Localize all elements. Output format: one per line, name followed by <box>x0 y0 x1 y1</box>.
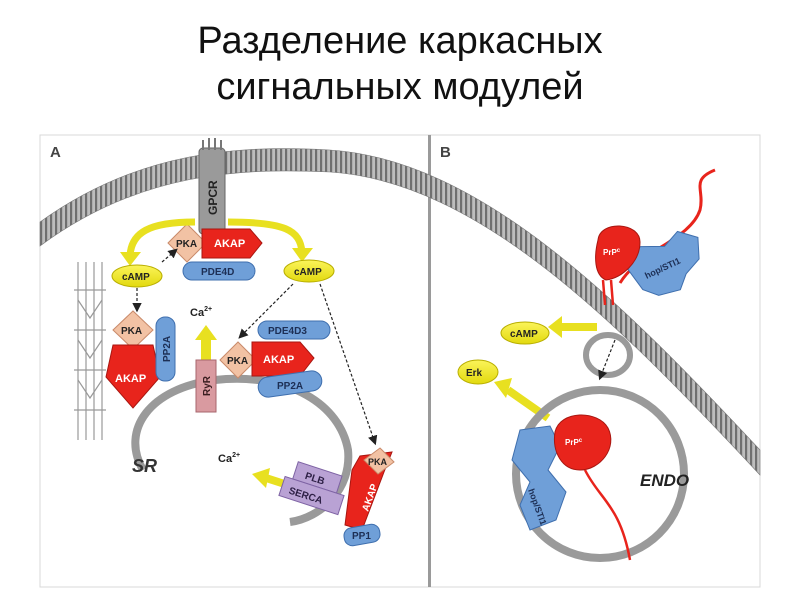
ca-label-bottom: Ca2+ <box>218 452 240 465</box>
pka-label-bottom: PKA <box>368 457 388 467</box>
akap-label-left: AKAP <box>115 373 146 385</box>
arrow-gpcr-left <box>126 218 196 259</box>
erk-arrow-head <box>494 378 512 398</box>
pp1-label: PP1 <box>352 531 371 542</box>
ryr-channel <box>195 359 217 413</box>
pka-label-middle: PKA <box>227 356 248 367</box>
akap-label-middle: AKAP <box>263 354 294 366</box>
pka-akap-complex-top: PKA AKAP PDE4D <box>167 223 263 281</box>
dashed-arrow-camp-pka-top <box>161 248 178 263</box>
panel-b-label: B <box>440 144 451 161</box>
plasma-membrane <box>39 148 761 476</box>
hop-sti1-top: hop/STI1 <box>624 230 700 296</box>
ca-release-arrow-shaft <box>201 338 211 360</box>
erk-label: Erk <box>466 368 483 379</box>
figure-frame <box>39 134 761 588</box>
title-line-2: сигнальных модулей <box>216 66 584 108</box>
camp-blob-right <box>283 259 335 283</box>
camp-label-right: cAMP <box>294 267 322 278</box>
pka-label-top: PKA <box>176 239 197 250</box>
prpc-label-top: PrPc <box>603 248 621 257</box>
pka-label-left: PKA <box>121 326 142 337</box>
pka-akap-complex-left: PKA AKAP PP2A <box>105 310 176 409</box>
ca-release-arrow-head <box>195 325 217 340</box>
plb-serca-complex: PLB SERCA <box>278 461 345 516</box>
panel-divider <box>428 135 431 587</box>
pp2a-label-left: PP2A <box>162 336 173 362</box>
endocytic-pit <box>583 332 633 378</box>
sr-label: SR <box>132 456 157 476</box>
dashed-arrow-internalization <box>598 339 616 381</box>
camp-blob-b <box>500 321 550 345</box>
endosome <box>512 386 688 562</box>
title-line-1: Разделение каркасных <box>197 20 603 62</box>
arrow-head-right <box>292 248 313 262</box>
akap-label-top: AKAP <box>214 238 245 250</box>
arrow-gpcr-right <box>227 218 306 253</box>
slide-title: Разделение каркасных сигнальных модулей <box>0 18 800 110</box>
dashed-arrow-camp-pka-bottom <box>319 283 378 446</box>
panel-a-label: A <box>50 144 61 161</box>
camp-label-b: cAMP <box>510 329 538 340</box>
dashed-arrow-camp-pka-middle <box>238 283 294 339</box>
gpcr-receptor: GPCR <box>198 138 226 235</box>
gpcr-label: GPCR <box>206 180 220 215</box>
pde4d-label: PDE4D <box>201 267 234 278</box>
hop-sti1-endosome: hop/STI1 <box>511 425 567 531</box>
endo-label: ENDO <box>640 471 689 490</box>
camp-blob-left <box>111 264 163 288</box>
pp2a-label-middle: PP2A <box>277 381 303 392</box>
prpc-endosome: PrPc <box>553 414 632 561</box>
camp-label-left: cAMP <box>122 272 150 283</box>
pka-akap-complex-bottom: PKA AKAP PP1 <box>343 447 395 547</box>
ryr-label: RyR <box>202 375 213 396</box>
pka-akap-complex-middle: PDE4D3 PKA AKAP PP2A <box>219 320 331 398</box>
prpc-top: PrPc <box>595 225 641 306</box>
ca-label-top: Ca2+ <box>190 306 212 319</box>
ca-uptake-arrow-head <box>252 468 270 488</box>
pde4d3-label: PDE4D3 <box>268 326 307 337</box>
sarcomere-filaments <box>74 262 106 440</box>
prpc-label-endosome: PrPc <box>565 438 583 447</box>
camp-arrow-head <box>548 316 562 338</box>
arrow-head-left <box>120 252 141 266</box>
erk-blob <box>457 359 499 385</box>
